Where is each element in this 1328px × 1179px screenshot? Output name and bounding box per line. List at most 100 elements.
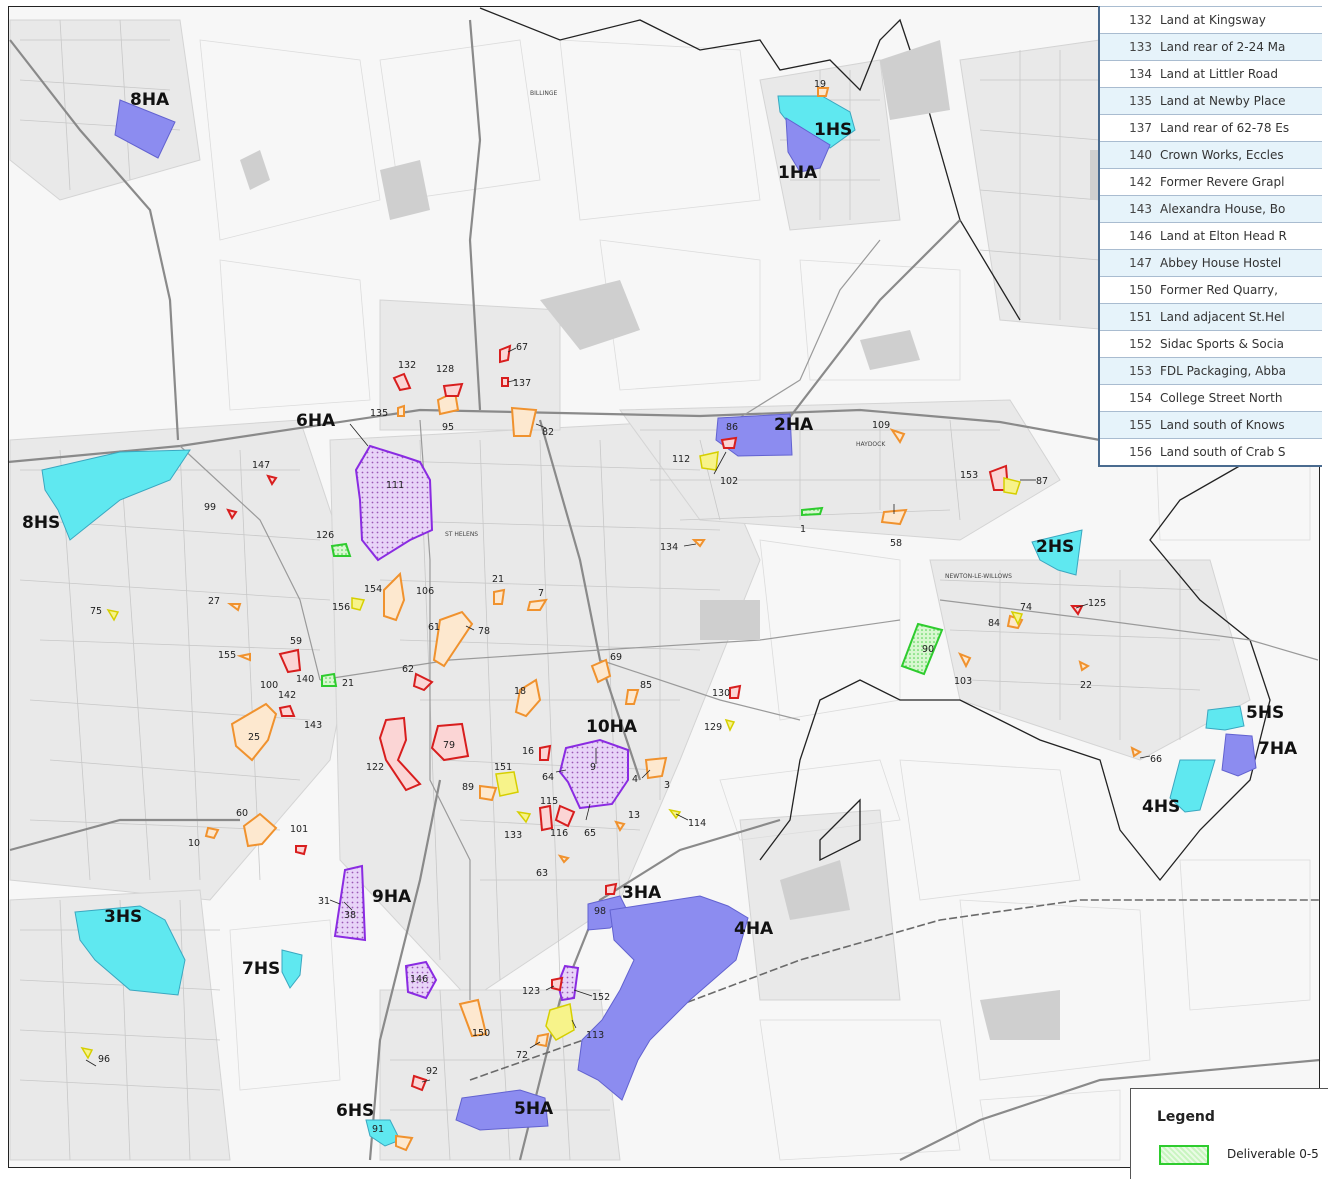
allocation-area-5ha: [455, 1089, 549, 1131]
allocation-label-4hs: 4HS: [1142, 797, 1180, 817]
site-label-9: 9: [590, 762, 596, 773]
site-number: 132: [1129, 13, 1152, 27]
site-label-152: 152: [592, 992, 610, 1003]
site-label-125: 125: [1088, 598, 1106, 609]
site-number: 156: [1129, 445, 1152, 459]
allocation-label-10ha: 10HA: [586, 717, 638, 737]
town-label-haydock: HAYDOCK: [856, 441, 886, 448]
town-labels: BILLINGE ST HELENS HAYDOCK NEWTON-LE-WIL…: [445, 90, 1012, 580]
site-label-38: 38: [344, 910, 356, 921]
site-label-113: 113: [586, 1030, 604, 1041]
site-name: Land rear of 62-78 Es: [1160, 121, 1290, 135]
site-name: FDL Packaging, Abba: [1160, 364, 1286, 378]
site-label-90: 90: [922, 644, 934, 655]
site-number: 150: [1129, 283, 1152, 297]
site-label-123: 123: [522, 986, 540, 997]
allocation-label-4ha: 4HA: [734, 919, 774, 939]
site-label-72: 72: [516, 1050, 528, 1061]
allocation-label-7ha: 7HA: [1258, 739, 1298, 759]
site-label-4: 4: [632, 774, 638, 785]
site-area-21b: [321, 672, 338, 687]
safeguarded-area-4hs: [1169, 759, 1216, 813]
town-label-newton-le-willows: NEWTON-LE-WILLOWS: [945, 573, 1012, 580]
site-label-74: 74: [1020, 602, 1032, 613]
allocation-label-1ha: 1HA: [778, 163, 818, 183]
site-label-156: 156: [332, 602, 350, 613]
site-label-128: 128: [436, 364, 454, 375]
site-number: 134: [1129, 67, 1152, 81]
site-number-labels: 19 67 132 128 137 135 95 82 86 109 112 1…: [90, 79, 1162, 1135]
minor-roads: [179, 239, 1319, 1000]
site-label-140: 140: [296, 674, 314, 685]
site-label-109: 109: [872, 420, 890, 431]
red-sites: [226, 344, 1084, 1092]
major-roads: [7, 19, 1321, 1161]
site-label-91: 91: [372, 1124, 384, 1135]
site-number: 154: [1129, 391, 1152, 405]
allocation-label-8ha: 8HA: [130, 90, 170, 110]
site-label-111: 111: [386, 480, 404, 491]
site-name: Land rear of 2-24 Ma: [1160, 40, 1286, 54]
site-label-92: 92: [426, 1066, 438, 1077]
safeguarded-area-6hs: [365, 1119, 401, 1147]
site-label-133: 133: [504, 830, 522, 841]
site-label-155: 155: [218, 650, 236, 661]
site-label-18: 18: [514, 686, 526, 697]
site-area-38: [333, 864, 367, 942]
allocation-label-7hs: 7HS: [242, 959, 280, 979]
site-area-126: [330, 542, 352, 557]
site-label-89: 89: [462, 782, 474, 793]
site-label-86: 86: [726, 422, 738, 433]
site-number: 155: [1129, 418, 1152, 432]
site-label-1: 1: [800, 524, 806, 535]
site-label-102: 102: [720, 476, 738, 487]
allocation-label-8hs: 8HS: [22, 513, 60, 533]
site-label-7: 7: [538, 588, 544, 599]
site-area-146: [404, 960, 438, 1000]
site-number: 137: [1129, 121, 1152, 135]
site-label-150: 150: [472, 1028, 490, 1039]
site-label-58: 58: [890, 538, 902, 549]
site-label-95: 95: [442, 422, 454, 433]
site-name: Abbey House Hostel: [1160, 256, 1282, 270]
site-label-122: 122: [366, 762, 384, 773]
site-label-116: 116: [550, 828, 568, 839]
site-label-13: 13: [628, 810, 640, 821]
site-label-115: 115: [540, 796, 558, 807]
site-label-112: 112: [672, 454, 690, 465]
dotted-purple-sites: [333, 444, 629, 1002]
site-label-84: 84: [988, 618, 1000, 629]
safeguarded-area-8hs: [41, 449, 191, 541]
site-label-85: 85: [640, 680, 652, 691]
site-name: Land south of Knows: [1160, 418, 1285, 432]
site-label-21b: 21: [342, 678, 354, 689]
site-label-103: 103: [954, 676, 972, 687]
site-label-75: 75: [90, 606, 102, 617]
site-label-134: 134: [660, 542, 678, 553]
allocation-label-3ha: 3HA: [622, 883, 662, 903]
site-label-82: 82: [542, 427, 554, 438]
town-label-billinge: BILLINGE: [530, 90, 557, 97]
orange-sites: [204, 87, 1142, 1152]
field-boundaries: [199, 39, 1311, 1161]
allocation-label-5ha: 5HA: [514, 1099, 554, 1119]
site-label-10: 10: [188, 838, 200, 849]
site-label-129: 129: [704, 722, 722, 733]
legend-label-deliverable: Deliverable 0-5: [1227, 1147, 1319, 1161]
site-label-31: 31: [318, 896, 330, 907]
site-label-114: 114: [688, 818, 706, 829]
site-label-19: 19: [814, 79, 826, 90]
site-number: 140: [1129, 148, 1152, 162]
site-area-90: [900, 622, 944, 676]
deliverable-green-sites: [321, 506, 944, 687]
site-label-3: 3: [664, 780, 670, 791]
site-number: 142: [1129, 175, 1152, 189]
site-label-65: 65: [584, 828, 596, 839]
site-name: Land south of Crab S: [1160, 445, 1286, 459]
site-label-130: 130: [712, 688, 730, 699]
